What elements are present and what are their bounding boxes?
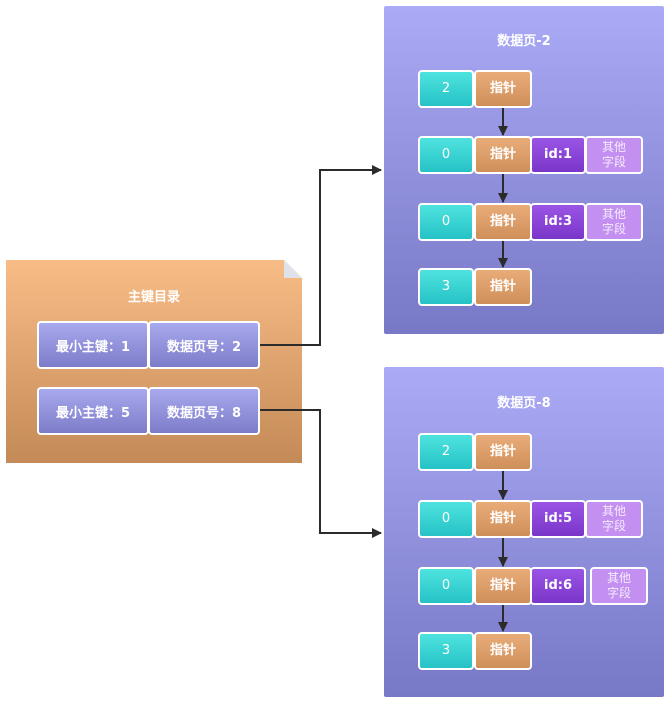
page2-record2-num: 0 — [418, 136, 474, 174]
page2-record2-other-fields-label: 其他字段 — [601, 140, 626, 169]
page2-record1-pointer: 指针 — [474, 70, 532, 108]
page8-record3-id: id:6 — [530, 567, 586, 605]
page8-record2-pointer: 指针 — [474, 500, 532, 538]
page8-record3-pointer: 指针 — [474, 567, 532, 605]
page8-record1-num: 2 — [418, 433, 474, 471]
page8-record3-num: 0 — [418, 567, 474, 605]
page8-record4-pointer: 指针 — [474, 632, 532, 670]
page2-record2-pointer: 指针 — [474, 136, 532, 174]
directory-title: 主键目录 — [127, 290, 180, 305]
page2-record2-other-fields: 其他字段 — [585, 136, 643, 174]
data-page-2-title: 数据页-2 — [497, 34, 551, 49]
data-page-8-title: 数据页-8 — [497, 396, 551, 411]
page8-record2-other-fields-label: 其他字段 — [601, 504, 626, 533]
connector-to-page-8 — [260, 409, 382, 538]
page2-record3-num: 0 — [418, 203, 474, 241]
page8-record1-pointer: 指针 — [474, 433, 532, 471]
page2-record4-pointer: 指针 — [474, 268, 532, 306]
directory-page-no-2: 数据页号：8 — [148, 387, 260, 435]
directory-min-key-1: 最小主键：1 — [37, 321, 149, 369]
page2-record2-id: id:1 — [530, 136, 586, 174]
directory-page-no-1: 数据页号：2 — [148, 321, 260, 369]
page2-record3-pointer: 指针 — [474, 203, 532, 241]
page8-record2-num: 0 — [418, 500, 474, 538]
connector-to-page-2 — [260, 165, 382, 346]
page2-record4-num: 3 — [418, 268, 474, 306]
page8-record3-other-fields: 其他字段 — [590, 567, 648, 605]
page8-record3-other-fields-label: 其他字段 — [606, 571, 631, 600]
page2-record3-other-fields-label: 其他字段 — [601, 207, 626, 236]
page8-record4-num: 3 — [418, 632, 474, 670]
page2-record1-num: 2 — [418, 70, 474, 108]
page2-record3-other-fields: 其他字段 — [585, 203, 643, 241]
page8-record2-other-fields: 其他字段 — [585, 500, 643, 538]
